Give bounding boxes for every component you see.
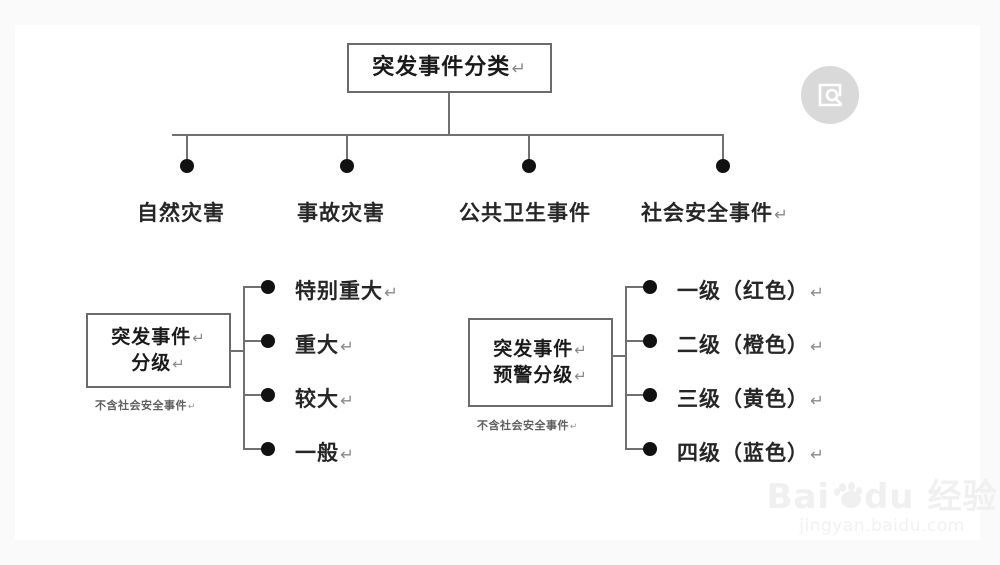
grading-node-line-2: 分级↵ (131, 351, 185, 377)
grading-arm-connector-1 (243, 286, 265, 288)
warning-grading-node-line-2: 预警分级↵ (493, 363, 587, 389)
warning-grading-node-text-2: 预警分级 (493, 363, 574, 386)
root-child-bullet-4 (716, 159, 730, 173)
grading-node-text-2: 分级 (131, 351, 172, 374)
root-child-label-4: 社会安全事件↵ (641, 197, 789, 227)
root-drop-connector-1 (186, 134, 188, 162)
grading-node-line-1: 突发事件↵ (111, 325, 205, 351)
return-mark-icon: ↵ (340, 391, 355, 410)
return-mark-icon: ↵ (810, 337, 825, 356)
return-mark-icon: ↵ (340, 445, 355, 464)
root-node-label: 突发事件分类↵ (372, 53, 526, 83)
warning-grading-caption: 不含社会安全事件↵ (477, 417, 578, 433)
root-stem-connector (448, 93, 450, 135)
return-mark-icon: ↵ (810, 391, 825, 410)
root-child-label-2: 事故灾害 (297, 197, 385, 227)
root-drop-connector-2 (346, 134, 348, 162)
warning-grading-child-text-2: 二级（橙色） (677, 333, 809, 357)
warning-grading-child-label-4: 四级（蓝色）↵ (677, 437, 825, 467)
warning-grading-child-text-3: 三级（黄色） (677, 387, 809, 411)
grading-arm-connector-4 (243, 448, 265, 450)
grading-child-label-3: 较大↵ (295, 383, 355, 413)
return-mark-icon: ↵ (340, 337, 355, 356)
root-drop-connector-3 (528, 134, 530, 162)
baidu-watermark-url: jingyan.baidu.com (799, 515, 965, 536)
warning-grading-child-bullet-1 (643, 280, 657, 294)
warning-grading-child-text-4: 四级（蓝色） (677, 441, 809, 465)
warning-grading-node-text-1: 突发事件 (493, 337, 574, 360)
return-mark-icon: ↵ (574, 367, 588, 385)
grading-child-text-1: 特别重大 (295, 279, 383, 303)
grading-child-text-4: 一般 (295, 441, 339, 465)
warning-grading-arm-connector-2 (625, 340, 647, 342)
return-mark-icon: ↵ (574, 341, 588, 359)
baidu-paw-icon (830, 482, 864, 512)
warning-grading-child-label-2: 二级（橙色）↵ (677, 329, 825, 359)
grading-arm-connector-3 (243, 394, 265, 396)
grading-child-text-2: 重大 (295, 333, 339, 357)
diagram-canvas: 突发事件分类↵ 自然灾害 事故灾害 公共卫生事件 社会安全事件↵ 突发事件↵ 分… (15, 25, 996, 540)
root-child-label-3: 公共卫生事件 (459, 197, 591, 227)
baidu-watermark-text-bai: Bai (766, 477, 831, 517)
return-mark-icon: ↵ (188, 402, 196, 412)
warning-grading-spine-connector (625, 286, 627, 449)
warning-grading-child-bullet-2 (643, 334, 657, 348)
root-node-box: 突发事件分类↵ (347, 43, 552, 93)
warning-grading-arm-connector-1 (625, 286, 647, 288)
root-node-text: 突发事件分类 (372, 55, 511, 81)
baidu-watermark-main: Bai du 经验 (757, 477, 1000, 517)
baidu-watermark: Bai du 经验 jingyan.baidu.com (757, 477, 1000, 536)
grading-child-bullet-4 (261, 442, 275, 456)
warning-grading-caption-text: 不含社会安全事件 (477, 419, 569, 432)
root-child-bullet-2 (340, 159, 354, 173)
grading-node-box: 突发事件↵ 分级↵ (86, 313, 231, 388)
image-search-icon (818, 83, 843, 107)
warning-grading-node-line-1: 突发事件↵ (493, 337, 587, 363)
root-child-text-4: 社会安全事件 (641, 201, 773, 225)
root-child-text-1: 自然灾害 (137, 201, 225, 225)
warning-grading-child-bullet-3 (643, 388, 657, 402)
grading-child-bullet-1 (261, 280, 275, 294)
grading-child-text-3: 较大 (295, 387, 339, 411)
grading-spine-connector (243, 286, 245, 449)
warning-grading-child-bullet-4 (643, 442, 657, 456)
return-mark-icon: ↵ (774, 205, 789, 224)
root-child-text-2: 事故灾害 (297, 201, 385, 225)
warning-grading-child-label-1: 一级（红色）↵ (677, 275, 825, 305)
root-child-bullet-3 (522, 159, 536, 173)
return-mark-icon: ↵ (810, 283, 825, 302)
grading-arm-connector-2 (243, 340, 265, 342)
grading-stub-connector (231, 350, 244, 352)
grading-node-text-1: 突发事件 (111, 325, 192, 348)
root-child-label-1: 自然灾害 (137, 197, 225, 227)
root-drop-connector-4 (722, 134, 724, 162)
root-child-text-3: 公共卫生事件 (459, 201, 591, 225)
return-mark-icon: ↵ (570, 422, 578, 432)
root-child-bullet-1 (180, 159, 194, 173)
warning-grading-child-label-3: 三级（黄色）↵ (677, 383, 825, 413)
grading-caption-text: 不含社会安全事件 (95, 399, 187, 412)
warning-grading-stub-connector (613, 355, 626, 357)
warning-grading-arm-connector-3 (625, 394, 647, 396)
return-mark-icon: ↵ (511, 59, 527, 80)
return-mark-icon: ↵ (810, 445, 825, 464)
grading-caption: 不含社会安全事件↵ (95, 397, 196, 413)
warning-grading-arm-connector-4 (625, 448, 647, 450)
return-mark-icon: ↵ (172, 355, 186, 373)
return-mark-icon: ↵ (192, 329, 206, 347)
warning-grading-child-text-1: 一级（红色） (677, 279, 809, 303)
grading-child-label-2: 重大↵ (295, 329, 355, 359)
image-search-badge[interactable] (801, 66, 859, 124)
warning-grading-node-box: 突发事件↵ 预警分级↵ (468, 318, 613, 407)
baidu-watermark-text-du: du 经验 (864, 477, 998, 517)
grading-child-bullet-3 (261, 388, 275, 402)
grading-child-label-4: 一般↵ (295, 437, 355, 467)
root-bus-connector (172, 134, 724, 136)
grading-child-bullet-2 (261, 334, 275, 348)
return-mark-icon: ↵ (384, 283, 399, 302)
grading-child-label-1: 特别重大↵ (295, 275, 399, 305)
